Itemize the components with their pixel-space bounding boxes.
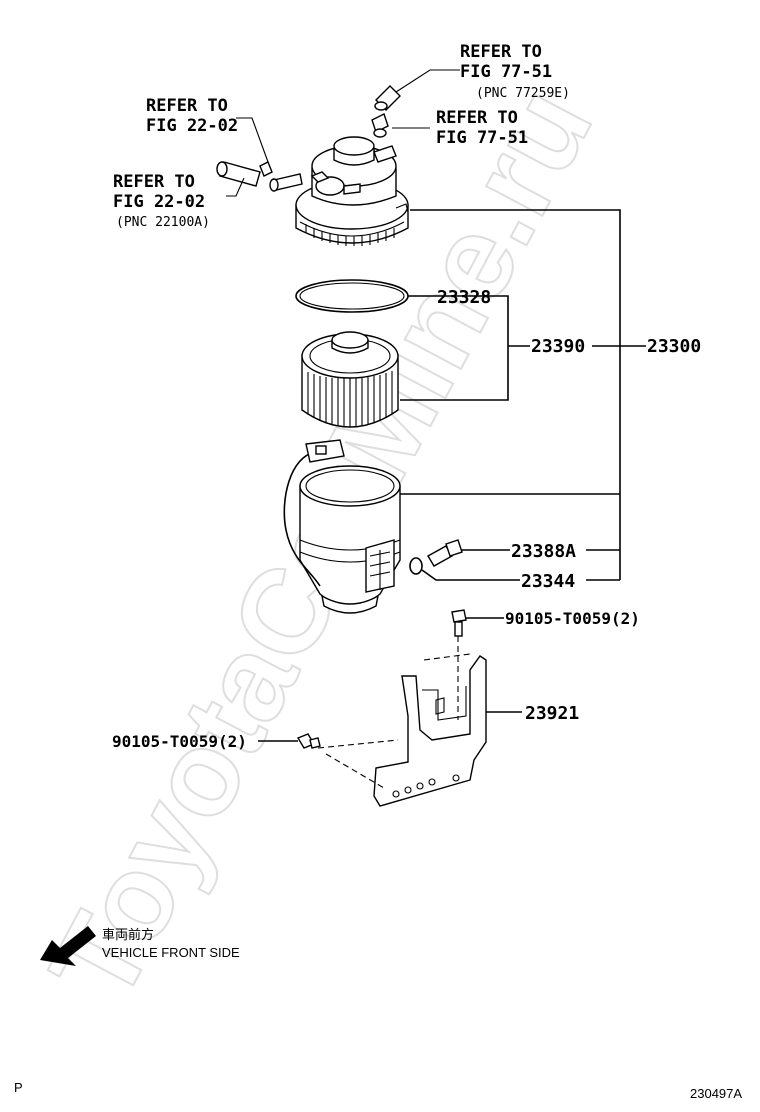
svg-text:FIG 77-51: FIG 77-51: [460, 62, 552, 82]
bolt-top: [451, 609, 467, 637]
svg-text:FIG 22-02: FIG 22-02: [146, 116, 238, 136]
svg-text:FIG 77-51: FIG 77-51: [436, 128, 528, 148]
part-90105-top: 90105-T0059(2): [505, 609, 640, 628]
part-23300: 23300: [647, 336, 701, 357]
part-23328: 23328: [437, 287, 491, 308]
vehicle-front-jp: 車両前方: [102, 927, 154, 942]
footer-left: P: [14, 1080, 23, 1095]
filter-head: [269, 136, 409, 246]
svg-text:REFER TO: REFER TO: [436, 108, 518, 128]
part-23388a: 23388A: [511, 541, 576, 562]
svg-text:REFER TO: REFER TO: [146, 96, 228, 116]
part-90105-left: 90105-T0059(2): [112, 732, 247, 751]
drain-o-ring: [409, 557, 423, 575]
callout-refer-fig-77-51-pnc: REFER TO FIG 77-51 (PNC 77259E): [460, 42, 570, 101]
callout-refer-fig-22-02-pnc: REFER TO FIG 22-02 (PNC 22100A): [113, 172, 210, 230]
part-23344: 23344: [521, 571, 575, 592]
callout-refer-fig-77-51: REFER TO FIG 77-51: [436, 108, 528, 148]
filter-element: [301, 331, 399, 428]
top-connectors: [371, 85, 401, 138]
bolt-left: [296, 733, 321, 749]
footer-right: 230497A: [690, 1086, 742, 1101]
bracket: [373, 655, 487, 807]
svg-text:REFER TO: REFER TO: [113, 172, 195, 192]
callout-refer-fig-22-02: REFER TO FIG 22-02: [146, 96, 238, 136]
drain-plug: [427, 539, 463, 567]
part-23921: 23921: [525, 703, 579, 724]
vehicle-front-en: VEHICLE FRONT SIDE: [102, 945, 240, 960]
svg-text:REFER TO: REFER TO: [460, 42, 542, 62]
hose-left: [216, 161, 273, 187]
svg-text:(PNC 22100A): (PNC 22100A): [116, 215, 210, 230]
filter-bowl: [283, 439, 401, 614]
vehicle-front-arrow-icon: [40, 926, 96, 966]
svg-text:(PNC 77259E): (PNC 77259E): [476, 86, 570, 101]
svg-text:FIG 22-02: FIG 22-02: [113, 192, 205, 212]
part-23390: 23390: [531, 336, 585, 357]
